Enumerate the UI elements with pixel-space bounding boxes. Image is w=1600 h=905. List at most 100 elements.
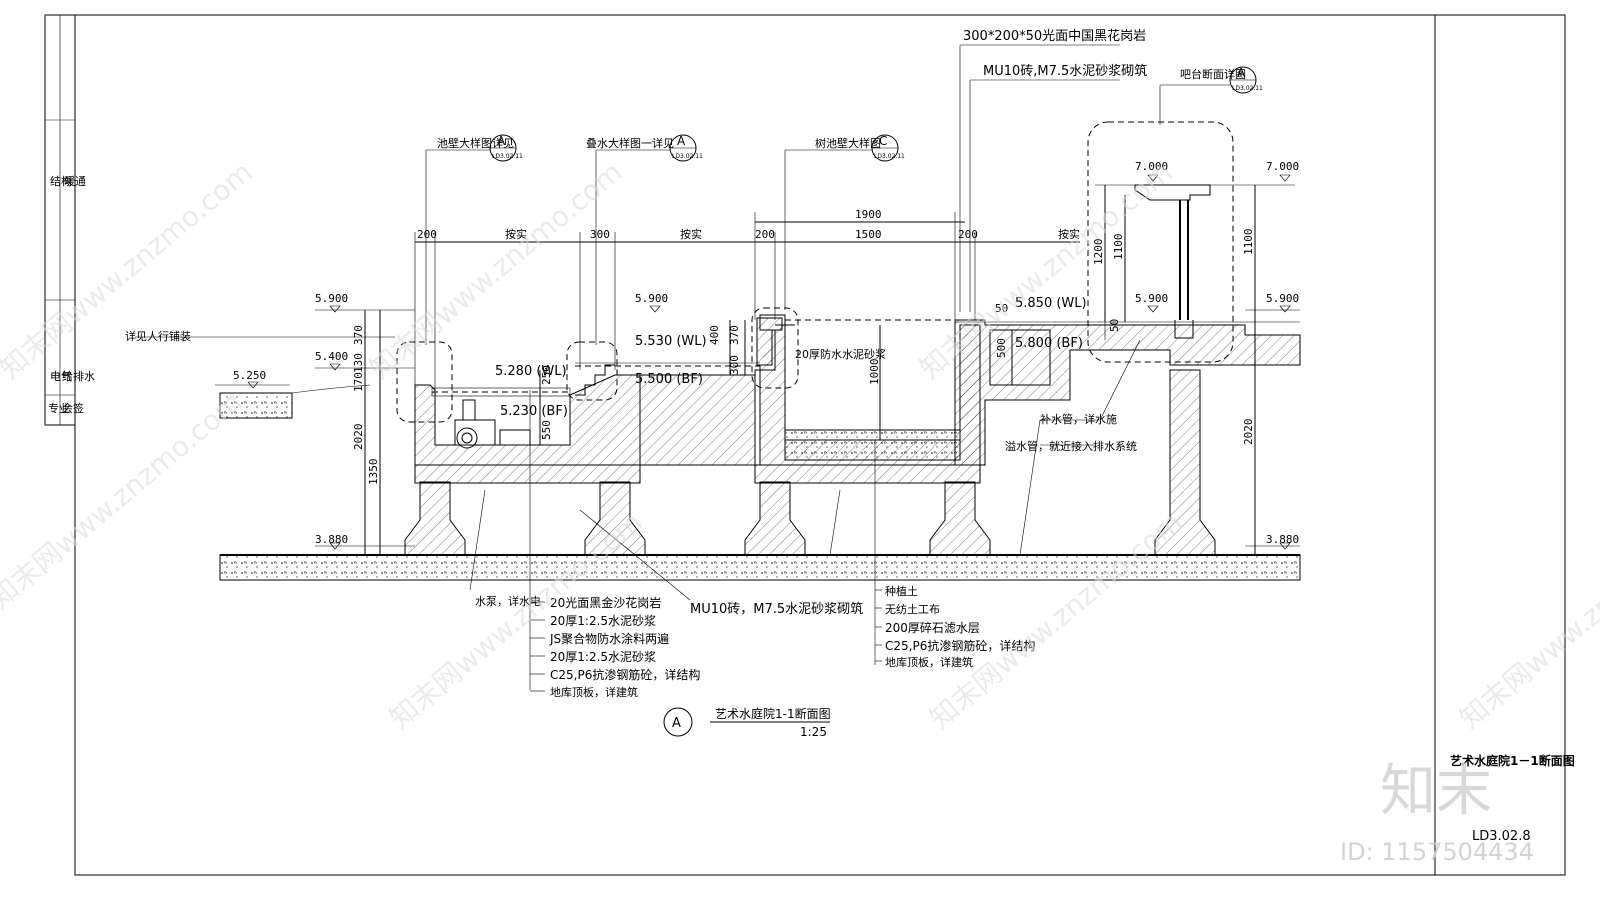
callout-text-cascade: 叠水大样图一详见 xyxy=(586,136,674,150)
watermark-text-2: 知末网www.znzmo.com xyxy=(363,155,628,385)
callout-bubble-cascade: A LD3.02.11 xyxy=(669,134,703,162)
svg-text:1000: 1000 xyxy=(868,359,881,386)
svg-text:370: 370 xyxy=(352,325,365,345)
svg-text:按实: 按实 xyxy=(505,227,527,241)
svg-text:200: 200 xyxy=(417,228,437,241)
svg-text:5.900: 5.900 xyxy=(1135,292,1168,305)
svg-text:3.880: 3.880 xyxy=(315,533,348,546)
svg-text:5.280 (WL): 5.280 (WL) xyxy=(495,364,567,379)
beam-mid xyxy=(754,464,981,484)
level-markers: 5.900 5.400 5.250 3.880 5.900 5.280 (WL)… xyxy=(233,160,1299,550)
svg-text:170: 170 xyxy=(352,372,365,392)
material-legend-right: 种植土 无纺土工布 200厚碎石滤水层 C25,P6抗渗钢筋砼，详结构 地库顶板… xyxy=(875,584,1035,669)
right-pool-structure xyxy=(954,319,1301,466)
callout-text-tree-wall: 树池壁大样图 xyxy=(815,136,881,150)
svg-text:按实: 按实 xyxy=(680,227,702,241)
watermark-logo: 知末 xyxy=(1380,759,1492,824)
svg-text:1500: 1500 xyxy=(855,228,882,241)
watermark-id: ID: 1157504434 xyxy=(1340,838,1534,866)
callout-text-bar: 吧台断面详图 xyxy=(1180,67,1246,81)
svg-text:250: 250 xyxy=(540,365,553,385)
note-granite-coping: 300*200*50光面中国黑花岗岩 xyxy=(963,28,1146,44)
svg-text:7.000: 7.000 xyxy=(1135,160,1168,173)
basement-roof-slab xyxy=(219,554,1301,581)
drawing-title: 艺术水庭院1-1断面图 xyxy=(715,706,831,721)
svg-text:500: 500 xyxy=(995,338,1008,358)
note-waterproof-mortar: 20厚防水水泥砂浆 xyxy=(795,347,886,361)
drawing-frame xyxy=(74,14,1566,876)
svg-text:C: C xyxy=(879,134,887,148)
svg-text:LD3.02.11: LD3.02.11 xyxy=(672,153,703,160)
note-brick-masonry-top: MU10砖,M7.5水泥砂浆砌筑 xyxy=(983,63,1147,79)
svg-text:2020: 2020 xyxy=(352,424,365,451)
svg-text:5.250: 5.250 xyxy=(233,369,266,382)
material-legend-left: 20光面黑金沙花岗岩 20厚1:2.5水泥砂浆 JS聚合物防水涂料两遍 20厚1… xyxy=(530,595,700,699)
note-brick-masonry: MU10砖，M7.5水泥砂浆砌筑 xyxy=(690,601,863,617)
drawing-label-letter: A xyxy=(672,716,681,731)
svg-text:1900: 1900 xyxy=(855,208,882,221)
svg-text:7.000: 7.000 xyxy=(1266,160,1299,173)
svg-text:200: 200 xyxy=(958,228,978,241)
svg-text:JS聚合物防水涂料两遍: JS聚合物防水涂料两遍 xyxy=(549,631,669,646)
watermark-text-7: 知末网www.znzmo.com xyxy=(1453,505,1600,735)
svg-text:5.900: 5.900 xyxy=(1266,292,1299,305)
svg-text:300: 300 xyxy=(728,355,741,375)
drawing-scale: 1:25 xyxy=(800,725,827,739)
svg-text:5.850 (WL): 5.850 (WL) xyxy=(1015,296,1087,311)
overflow-box xyxy=(989,329,1051,386)
svg-text:200: 200 xyxy=(755,228,775,241)
svg-text:400: 400 xyxy=(708,325,721,345)
svg-text:LD3.02.11: LD3.02.11 xyxy=(874,153,905,160)
svg-text:130: 130 xyxy=(352,353,365,373)
svg-text:LD3.02.11: LD3.02.11 xyxy=(1232,85,1263,92)
note-drain-pipe: 溢水管，就近接入排水系统 xyxy=(1005,439,1137,453)
svg-text:50: 50 xyxy=(1108,319,1121,332)
svg-text:370: 370 xyxy=(728,325,741,345)
svg-text:2020: 2020 xyxy=(1242,419,1255,446)
svg-text:5.230 (BF): 5.230 (BF) xyxy=(500,404,568,419)
footings xyxy=(404,369,1216,556)
sheet-number: LD3.02.8 xyxy=(1472,829,1531,844)
dimension-texts: 200 按实 300 按实 200 1500 200 按实 1900 370 1… xyxy=(352,208,1255,485)
svg-text:5.900: 5.900 xyxy=(635,292,668,305)
watermark-layer: 知末网www.znzmo.com 知末网www.znzmo.com 知末网www… xyxy=(0,155,1600,866)
svg-text:地库顶板，详建筑: 地库顶板，详建筑 xyxy=(885,655,973,669)
leader-lines xyxy=(135,44,1230,690)
svg-text:200厚碎石滤水层: 200厚碎石滤水层 xyxy=(885,620,980,635)
detail-boundary-cascade xyxy=(566,341,618,401)
bar-counter xyxy=(1134,184,1211,339)
strip-label-plumbing: 给排水 xyxy=(62,369,95,383)
svg-text:3.880: 3.880 xyxy=(1266,533,1299,546)
svg-text:20光面黑金沙花岗岩: 20光面黑金沙花岗岩 xyxy=(550,595,661,610)
sheet-title: 艺术水庭院1－1断面图 xyxy=(1450,753,1575,768)
svg-text:A: A xyxy=(1237,66,1246,80)
beam-left xyxy=(414,464,641,484)
svg-text:5.900: 5.900 xyxy=(315,292,348,305)
cascade-steps xyxy=(575,364,615,396)
watermark-text-1: 知末网www.znzmo.com xyxy=(0,155,259,385)
paving-block xyxy=(219,392,293,419)
dimension-lines xyxy=(215,184,1300,555)
svg-text:20厚1:2.5水泥砂浆: 20厚1:2.5水泥砂浆 xyxy=(550,613,656,628)
svg-text:5.400: 5.400 xyxy=(315,350,348,363)
callout-bubble-bar: A LD3.02.11 xyxy=(1229,66,1263,94)
callout-bubble-tree-wall: C LD3.02.11 xyxy=(871,134,905,162)
callout-bubble-pool-wall: A LD3.02.11 xyxy=(489,134,523,162)
strip-label-discipline: 专业 xyxy=(48,401,70,415)
note-pump: 水泵，详水电 xyxy=(475,594,541,608)
svg-text:地库顶板，详建筑: 地库顶板，详建筑 xyxy=(550,685,638,699)
svg-text:LD3.02.11: LD3.02.11 xyxy=(492,153,523,160)
callout-text-pool-wall: 池壁大样图详见 xyxy=(437,136,514,150)
svg-text:550: 550 xyxy=(540,420,553,440)
svg-text:5.530 (WL): 5.530 (WL) xyxy=(635,334,707,349)
svg-text:50: 50 xyxy=(995,302,1008,315)
svg-text:300: 300 xyxy=(590,228,610,241)
svg-text:5.800 (BF): 5.800 (BF) xyxy=(1015,336,1083,351)
note-paving: 详见人行铺装 xyxy=(125,329,191,343)
gravel-drain-layer xyxy=(784,429,961,461)
svg-text:1200: 1200 xyxy=(1092,239,1105,266)
drawing-label-circle xyxy=(663,707,693,737)
svg-text:无纺土工布: 无纺土工布 xyxy=(885,602,940,616)
detail-boundary-bar xyxy=(1087,121,1234,363)
